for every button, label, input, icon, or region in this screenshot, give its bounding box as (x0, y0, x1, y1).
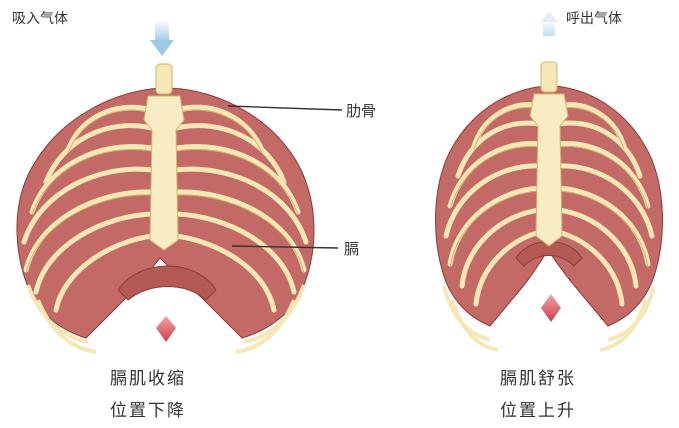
diaphragm-down-arrow-icon (156, 316, 176, 342)
ribs-leader-line (228, 106, 342, 110)
inhale-caption-line2: 位置下降 (110, 396, 186, 421)
diaphragm-label: 膈 (344, 238, 359, 259)
inhale-neck-vertebra (156, 64, 172, 94)
exhale-neck-vertebra (541, 62, 557, 92)
inhale-caption-line1: 膈肌收缩 (110, 364, 186, 389)
exhale-caption-line1: 膈肌舒张 (500, 364, 576, 389)
inhale-title: 吸入气体 (12, 8, 68, 28)
diaphragm-up-arrow-icon (541, 294, 561, 322)
inhale-air-arrow-icon (150, 20, 174, 56)
exhale-caption-line2: 位置上升 (500, 396, 576, 421)
ribs-label: 肋骨 (346, 100, 376, 121)
exhale-air-arrow-icon (540, 12, 558, 36)
exhale-title: 呼出气体 (566, 8, 622, 28)
